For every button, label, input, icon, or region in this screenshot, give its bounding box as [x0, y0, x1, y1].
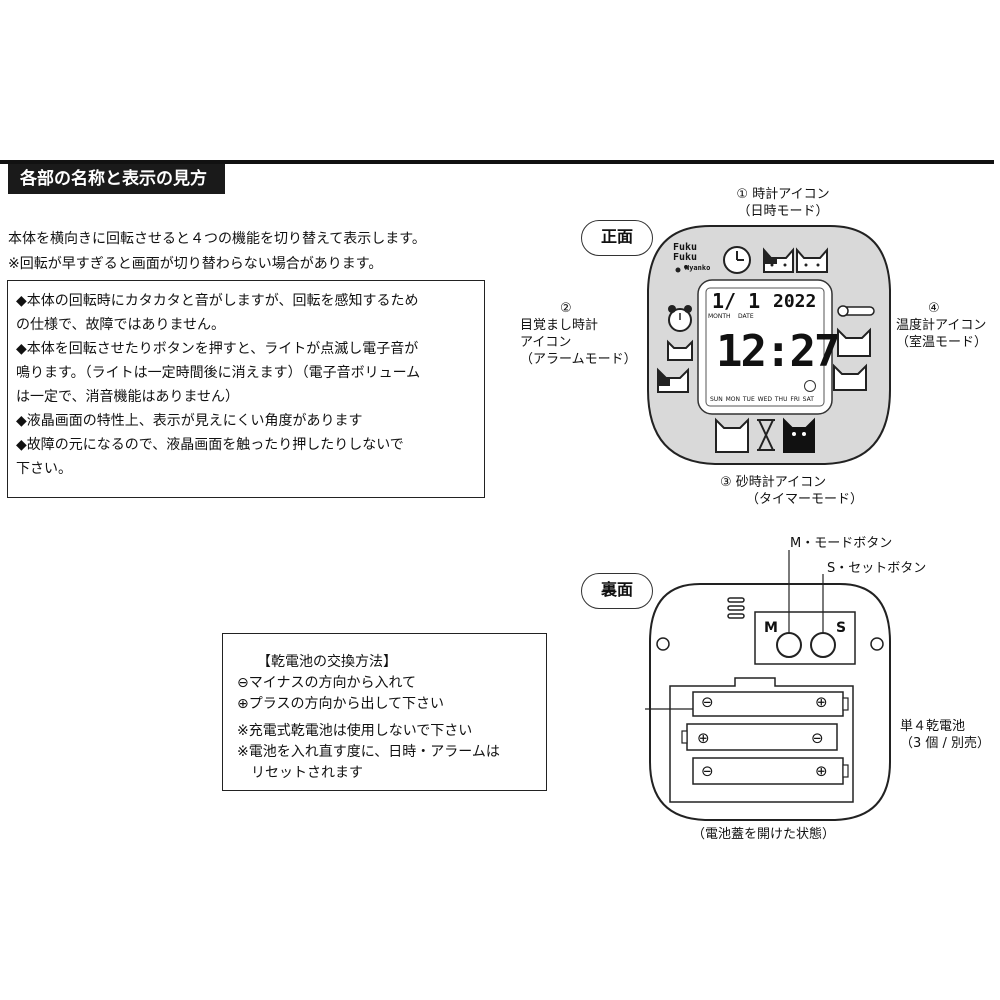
screw-hole-right: [870, 637, 884, 651]
notes-line: ◆本体の回転時にカタカタと音がしますが、回転を感知するため: [16, 293, 419, 309]
notes-box: ◆本体の回転時にカタカタと音がしますが、回転を感知するため の仕様で、故障ではあ…: [7, 280, 485, 498]
cat-left-upper-icon: [667, 339, 693, 361]
lcd-date: 1/ 1: [712, 289, 761, 313]
battery-3: [692, 757, 849, 785]
front-pill: 正面: [581, 220, 653, 256]
cat-left-lower-icon: [657, 367, 689, 393]
back-pill: 裏面: [581, 573, 653, 609]
alarm-clock-icon: [668, 305, 692, 332]
lcd-time: 12:27: [716, 326, 840, 377]
s-letter: S: [836, 620, 847, 636]
cat-calico-icon: [763, 247, 794, 273]
m-button-label: M・モードボタン: [790, 536, 893, 551]
cat-bottom-left-icon: [715, 417, 749, 453]
label-alarm: ② 目覚まし時計 アイコン （アラームモード）: [520, 301, 637, 367]
battery-box-title: 【乾電池の交換方法】: [257, 654, 397, 670]
brand-word-2: Fuku: [673, 252, 698, 263]
battery-box-line: ⊕プラスの方向から出して下さい: [237, 696, 445, 712]
intro-line-1: 本体を横向きに回転させると４つの機能を切り替えて表示します。: [8, 231, 426, 247]
cat-right-lower-icon: [833, 363, 867, 391]
battery-caption: （電池蓋を開けた状態）: [692, 827, 836, 842]
back-device: [645, 550, 891, 821]
s-button[interactable]: [810, 632, 836, 658]
m-button[interactable]: [776, 632, 802, 658]
intro-text: 本体を横向きに回転させると４つの機能を切り替えて表示します。 ※回転が早すぎると…: [8, 227, 426, 277]
section-rule: [0, 160, 994, 164]
notes-line: ◆故障の元になるので、液晶画面を触ったり押したりしないで: [16, 437, 404, 453]
hourglass-icon: [757, 419, 775, 451]
battery-1-plus-icon: ⊕: [815, 693, 828, 711]
lcd-date-label: DATE: [738, 313, 754, 320]
lcd-screen: [705, 287, 825, 407]
lcd-month-label: MONTH: [708, 313, 731, 320]
brand-word-1: Fuku: [673, 242, 698, 253]
cat-black-icon: [783, 417, 815, 453]
battery-1: [692, 691, 849, 717]
cat-white-icon: [796, 247, 828, 273]
intro-line-2: ※回転が早すぎると画面が切り替わらない場合があります。: [8, 256, 383, 272]
battery-box-line: リセットされます: [237, 765, 363, 781]
notes-line: ◆液晶画面の特性上、表示が見えにくい角度があります: [16, 413, 363, 429]
label-thermo: ④ 温度計アイコン （室温モード）: [896, 301, 988, 350]
thermometer-icon: [837, 305, 875, 317]
speaker-grille: [727, 597, 745, 619]
brand-word-3: Nyanko: [685, 264, 711, 272]
s-button-label: S・セットボタン: [827, 561, 927, 576]
battery-box-line: ※電池を入れ直す度に、日時・アラームは: [237, 744, 500, 760]
battery-box-line: ※充電式乾電池は使用しないで下さい: [237, 723, 473, 739]
notes-line: 鳴ります。（ライトは一定時間後に消えます）（電子音ボリューム: [16, 365, 421, 381]
battery-2-plus-icon: ⊕: [697, 729, 710, 747]
lcd-alarm-indicator-icon: [804, 380, 816, 392]
notes-line: 下さい。: [16, 461, 72, 477]
button-panel: [754, 611, 856, 665]
label-clock: ① 時計アイコン （日時モード）: [736, 187, 830, 219]
paw-icon: [675, 265, 688, 273]
front-device: [647, 225, 891, 465]
cat-right-upper-icon: [837, 327, 871, 357]
brand-logo: Fuku Fuku Nyanko: [673, 243, 710, 273]
battery-2-minus-icon: ⊖: [811, 729, 824, 747]
battery-type-label: 単４乾電池 （3 個 / 別売）: [900, 719, 991, 751]
battery-instructions-box: 【乾電池の交換方法】 ⊖マイナスの方向から入れて ⊕プラスの方向から出して下さい…: [222, 633, 547, 791]
section-title: 各部の名称と表示の見方: [8, 164, 225, 194]
lcd-weekdays: SUN MON TUE WED THU FRI SAT: [710, 396, 814, 403]
battery-2: [681, 723, 838, 751]
notes-line: は一定で、消音機能はありません）: [16, 389, 240, 405]
label-timer: ③ 砂時計アイコン （タイマーモード）: [720, 475, 864, 507]
m-letter: M: [764, 620, 778, 636]
clock-icon: [723, 246, 751, 274]
screw-hole-left: [656, 637, 670, 651]
battery-box-line: ⊖マイナスの方向から入れて: [237, 675, 417, 691]
battery-3-plus-icon: ⊕: [815, 762, 828, 780]
lcd-year: 2022: [773, 291, 817, 312]
battery-1-minus-icon: ⊖: [701, 693, 714, 711]
notes-line: の仕様で、故障ではありません。: [16, 317, 226, 333]
notes-line: ◆本体を回転させたりボタンを押すと、ライトが点滅し電子音が: [16, 341, 419, 357]
battery-3-minus-icon: ⊖: [701, 762, 714, 780]
